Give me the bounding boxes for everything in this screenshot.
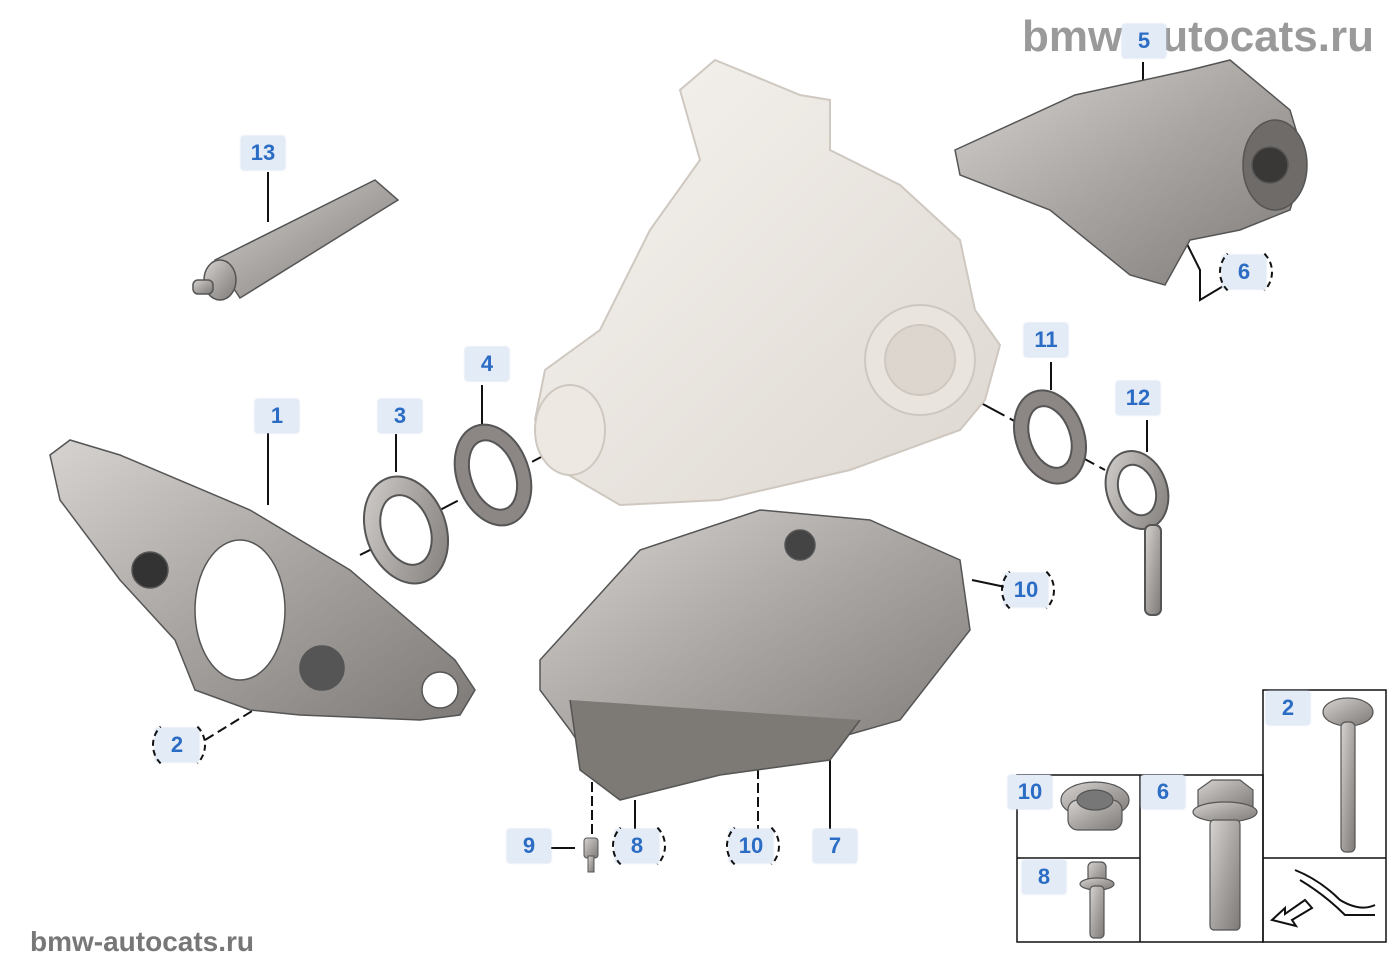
callout-2[interactable]: 2: [152, 718, 206, 772]
callout-4[interactable]: 4: [465, 347, 509, 381]
callout-3[interactable]: 3: [378, 399, 422, 433]
car-front-arrow-icon: [1269, 869, 1376, 928]
rear-bracket: [49, 439, 476, 721]
callout-6[interactable]: 6: [1219, 245, 1273, 299]
grease-tube: [192, 179, 400, 301]
callout-13[interactable]: 13: [241, 136, 285, 170]
inset-label-6[interactable]: 6: [1141, 775, 1185, 809]
inset-parts: [1060, 697, 1374, 939]
cover-oil-pan: [539, 509, 971, 801]
inset-label-10[interactable]: 10: [1008, 775, 1052, 809]
differential-housing: [533, 58, 1002, 507]
rubber-mount: [954, 59, 1308, 286]
seal-rings: [362, 389, 1170, 616]
inset-label-2[interactable]: 2: [1266, 691, 1310, 725]
callout-10-pan[interactable]: 10: [1001, 563, 1055, 617]
watermark-top: bmw-autocats.ru: [1021, 12, 1374, 61]
callout-1[interactable]: 1: [255, 399, 299, 433]
callout-12[interactable]: 12: [1116, 381, 1160, 415]
inset-label-8[interactable]: 8: [1022, 860, 1066, 894]
callout-11[interactable]: 11: [1024, 323, 1068, 357]
callout-7[interactable]: 7: [813, 829, 857, 863]
inset-table: [1016, 689, 1387, 943]
callout-8[interactable]: 8: [612, 819, 666, 873]
callout-10-bottom[interactable]: 10: [726, 819, 780, 873]
callout-5[interactable]: 5: [1122, 24, 1166, 58]
callout-9[interactable]: 9: [507, 829, 551, 863]
sensor: [583, 837, 599, 873]
watermark-bottom: bmw-autocats.ru: [30, 926, 255, 957]
